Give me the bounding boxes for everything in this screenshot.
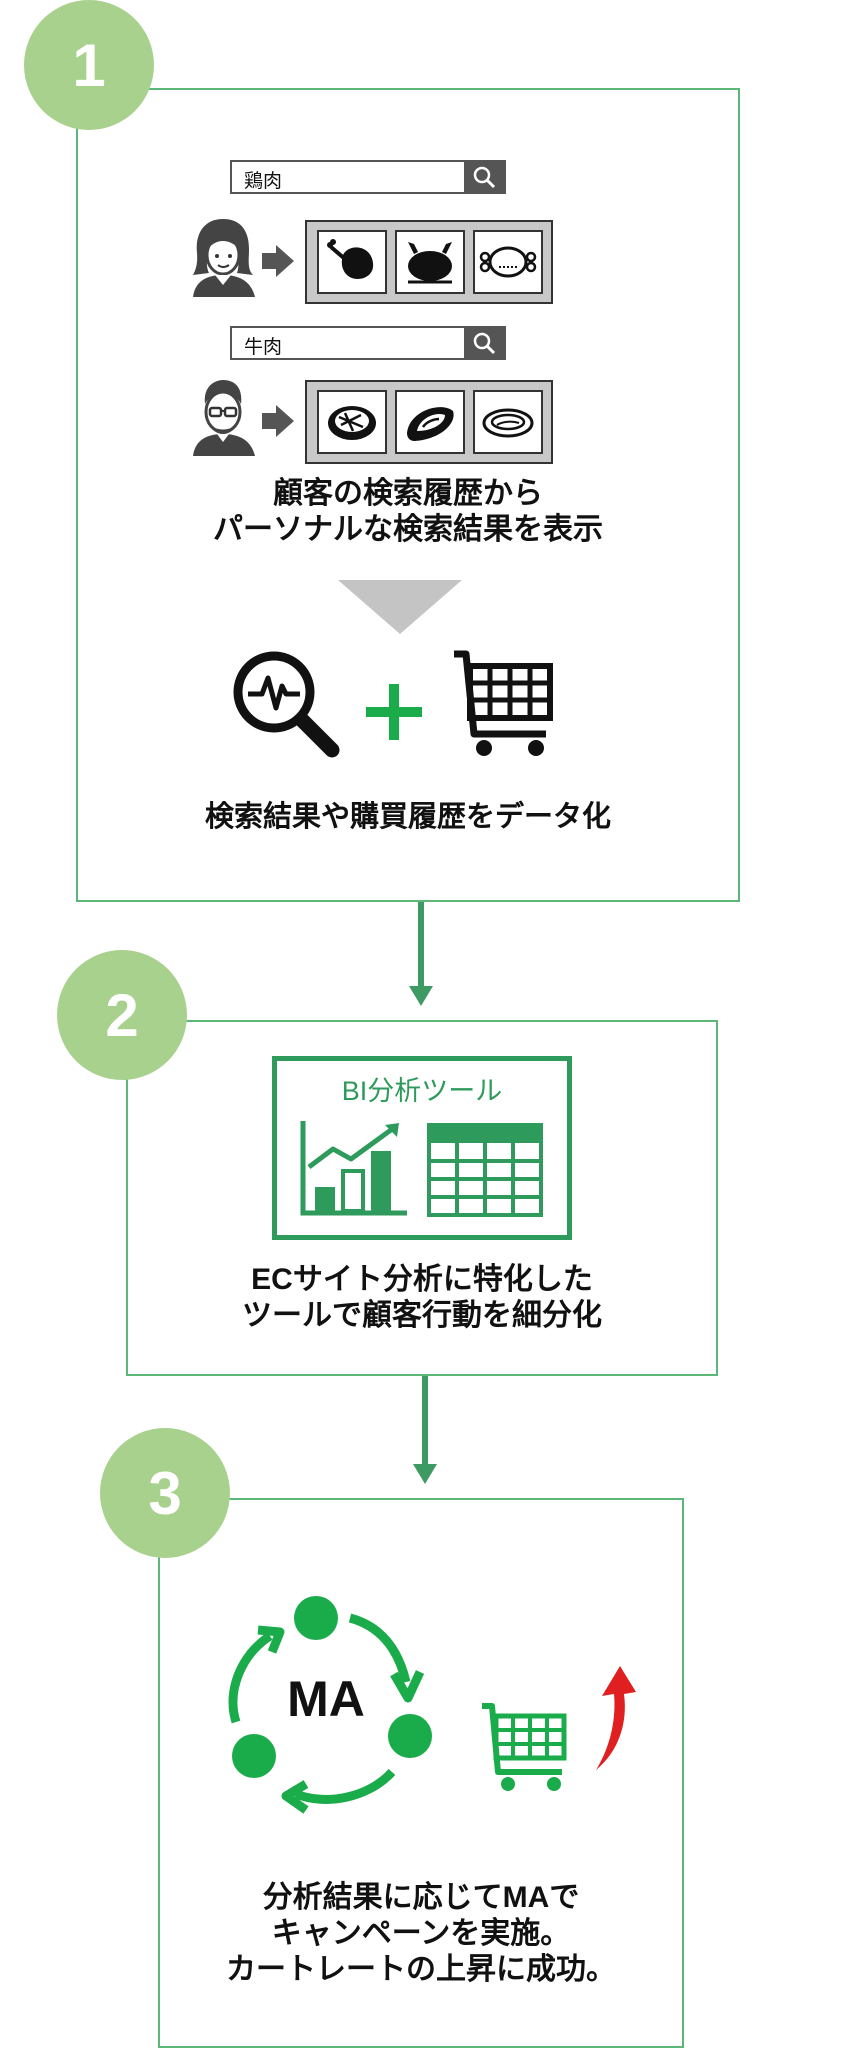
roast-chicken-icon	[395, 230, 465, 294]
step-3-box	[158, 1498, 684, 2048]
chicken-wing-icon	[473, 230, 543, 294]
beef-results-tray	[305, 380, 553, 464]
caption-line: 分析結果に応じてMAで	[262, 1881, 580, 1914]
search-icon	[464, 162, 504, 192]
step-2-badge: 2	[57, 950, 187, 1080]
bar-line-chart-icon	[300, 1121, 407, 1216]
chicken-leg-icon	[317, 230, 387, 294]
connector-arrowhead	[413, 1464, 437, 1484]
red-up-arrow-icon	[596, 1666, 636, 1770]
step-1-caption: 顧客の検索履歴から パーソナルな検索結果を表示	[76, 476, 740, 548]
shopping-cart-icon	[482, 1703, 567, 1791]
connector-1-2	[418, 902, 424, 990]
meat-cut-icon	[473, 390, 543, 454]
caption-line: 検索結果や購買履歴をデータ化	[204, 801, 611, 833]
arrow-right-icon	[262, 245, 294, 277]
chicken-results-tray	[305, 220, 553, 304]
down-triangle-icon	[338, 580, 462, 634]
ma-cycle-icon: MA	[228, 1596, 432, 1814]
bi-tool-title: BI分析ツール	[341, 1076, 503, 1106]
search-query: 牛肉	[244, 337, 283, 358]
connector-2-3	[422, 1376, 428, 1468]
caption-line: 顧客の検索履歴から	[273, 477, 543, 510]
table-grid-icon	[427, 1123, 543, 1217]
search-bar-chicken: 鶏肉	[230, 160, 506, 194]
caption-line: ECサイト分析に特化した	[251, 1263, 593, 1296]
step-1-caption-bottom: 検索結果や購買履歴をデータ化	[76, 800, 740, 835]
step-1-badge: 1	[24, 0, 154, 130]
bi-tool-panel: BI分析ツール	[272, 1056, 572, 1240]
caption-line: キャンペーンを実施。	[271, 1917, 571, 1950]
steak-icon	[317, 390, 387, 454]
sliced-meat-icon	[395, 390, 465, 454]
woman-avatar-icon	[193, 219, 255, 297]
arrow-right-icon	[262, 405, 294, 437]
search-icon	[464, 328, 504, 358]
step-3-caption: 分析結果に応じてMAで キャンペーンを実施。 カートレートの上昇に成功。	[158, 1880, 684, 1988]
plus-icon	[366, 684, 422, 740]
connector-arrowhead	[409, 986, 433, 1006]
man-avatar-icon	[193, 380, 255, 456]
shopping-cart-icon	[454, 650, 553, 756]
step-3-badge: 3	[100, 1428, 230, 1558]
caption-line: ツールで顧客行動を細分化	[242, 1299, 602, 1332]
analytics-magnifier-icon	[233, 651, 340, 758]
search-bar-beef: 牛肉	[230, 326, 506, 360]
search-query: 鶏肉	[244, 171, 283, 192]
caption-line: パーソナルな検索結果を表示	[213, 513, 603, 546]
ma-label: MA	[287, 1671, 365, 1727]
caption-line: カートレートの上昇に成功。	[226, 1953, 616, 1986]
step-2-caption: ECサイト分析に特化した ツールで顧客行動を細分化	[126, 1262, 718, 1334]
